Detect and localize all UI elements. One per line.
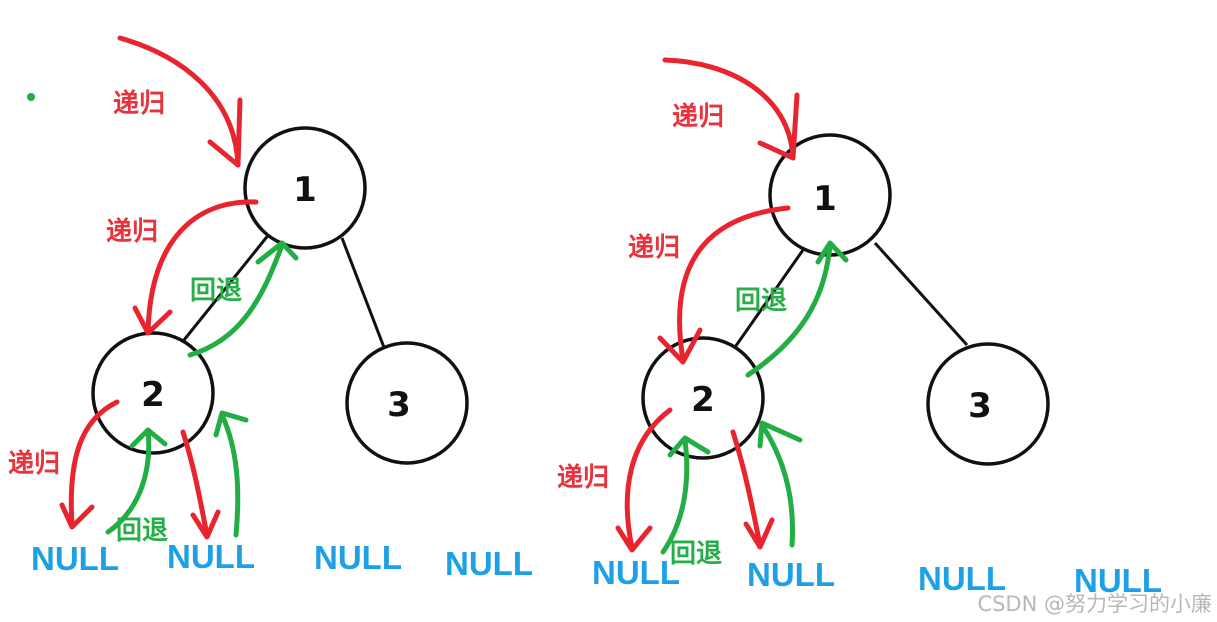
null-leaf: NULL (31, 540, 119, 577)
node-label-3: 3 (387, 385, 411, 425)
green-dot (27, 93, 35, 101)
tree-node-3 (345, 341, 469, 465)
backtrack-arrow (187, 242, 285, 358)
annotation-backtrack: 回退 (670, 539, 722, 569)
watermark: CSDN @努力学习的小廉 (977, 592, 1212, 616)
recursion-arrow-head (59, 502, 95, 530)
annotation-recursion: 递归 (113, 88, 165, 119)
backtrack-arrow (105, 427, 152, 535)
recursion-arrow-head (190, 509, 221, 540)
recursion-arrow-head (743, 517, 775, 550)
annotation-recursion: 递归 (628, 232, 680, 263)
recursion-arrow (117, 35, 241, 168)
backtrack-arrow (759, 422, 795, 548)
edge-1-2 (178, 232, 272, 346)
recursion-arrow (180, 429, 210, 538)
null-leaf: NULL (167, 538, 255, 575)
node-label-1: 1 (293, 170, 317, 210)
recursion-arrow-head (207, 97, 243, 168)
annotation-backtrack: 回退 (190, 276, 242, 306)
annotation-recursion: 递归 (672, 101, 724, 132)
tree-node-1 (243, 126, 367, 250)
recursion-arrow (624, 407, 673, 551)
backtrack-arrows (660, 240, 849, 555)
edge-1-3 (340, 237, 387, 351)
null-leaf: NULL (592, 554, 680, 591)
recursion-arrow (730, 429, 763, 548)
edge-1-2 (731, 249, 805, 351)
annotation-recursion: 递归 (557, 462, 609, 493)
annotation-recursion: 递归 (106, 216, 158, 247)
backtrack-arrow (219, 412, 241, 538)
backtrack-arrow (745, 242, 833, 378)
annotation-backtrack: 回退 (116, 516, 168, 546)
backtrack-arrow-head (757, 420, 803, 449)
backtrack-arrow-head (213, 410, 249, 438)
tree-diagram-left: 1 2 3 NULL NULL NULL NULL (8, 35, 533, 582)
edge-1-3 (873, 241, 969, 347)
recursion-arrow-head (615, 525, 653, 553)
null-leaf: NULL (918, 560, 1006, 597)
null-leaf: NULL (1074, 562, 1162, 599)
null-leaf: NULL (314, 539, 402, 576)
recursion-arrow (677, 205, 791, 363)
recursion-arrow (68, 399, 120, 528)
backtrack-arrow (660, 437, 690, 555)
backtrack-arrow-head (255, 240, 299, 265)
recursion-arrows (59, 35, 259, 540)
tree-node-3 (926, 342, 1050, 466)
backtrack-arrow-head (815, 240, 849, 265)
recursion-arrow-head (657, 327, 703, 365)
null-leaf: NULL (747, 556, 835, 593)
annotation-recursion: 递归 (8, 448, 60, 479)
recursion-arrow-head (132, 305, 173, 336)
backtrack-arrow-head (667, 435, 711, 458)
node-label-2: 2 (141, 375, 165, 415)
tree-node-2 (641, 336, 765, 460)
annotation-backtrack: 回退 (735, 286, 787, 316)
backtrack-arrow-head (129, 427, 168, 449)
recursion-arrow (145, 199, 259, 336)
recursion-arrow (662, 57, 796, 161)
backtrack-arrows (105, 240, 299, 538)
node-label-2: 2 (691, 380, 715, 420)
node-label-3: 3 (968, 386, 992, 426)
recursion-arrows (615, 57, 800, 553)
null-leaf: NULL (445, 545, 533, 582)
tree-diagram-right: 1 2 3 NULL NULL NULL NULL (557, 57, 1162, 599)
tree-node-2 (91, 331, 215, 455)
recursion-arrow-head (757, 92, 800, 161)
node-label-1: 1 (813, 179, 837, 219)
